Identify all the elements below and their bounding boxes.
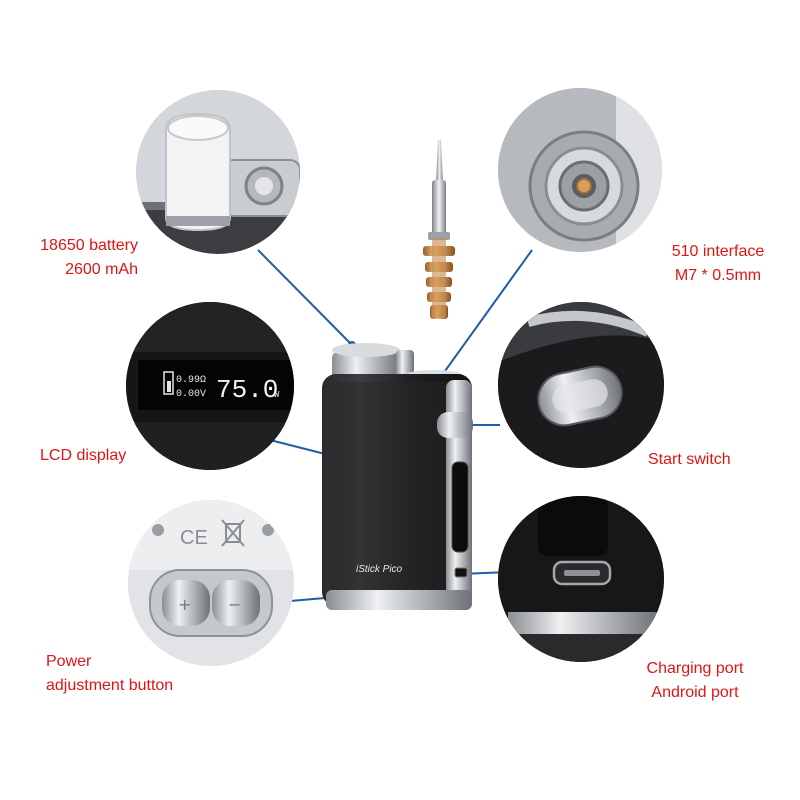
power-minus-button	[212, 580, 260, 626]
ce-logo: CE	[180, 527, 208, 549]
lcd-closeup-image: 0.99Ω 0.00V 75.0 W	[126, 302, 294, 470]
power-button-closeup-image: CE + −	[128, 500, 294, 666]
label-power-line2: adjustment button	[46, 677, 174, 694]
battery-closeup-circle	[136, 90, 300, 254]
label-battery-line1: 18650 battery	[40, 237, 138, 254]
lcd-voltage: 0.00V	[176, 389, 206, 400]
label-charging-line2: Android port	[651, 684, 739, 701]
interface-pin	[576, 178, 592, 194]
start-switch-closeup-circle	[498, 302, 664, 468]
battery-closeup-image	[136, 90, 300, 254]
leader-line-interface	[439, 249, 533, 379]
label-battery-line2: 2600 mAh	[65, 261, 138, 278]
label-interface-line1: 510 interface	[671, 243, 765, 260]
label-interface: 510 interface M7 * 0.5mm	[648, 240, 788, 288]
power-plus-button	[162, 580, 210, 626]
start-switch-closeup-image	[498, 302, 664, 468]
label-battery: 18650 battery 2600 mAh	[20, 234, 138, 282]
lcd-power-value: 75.0	[216, 375, 278, 405]
lcd-resistance: 0.99Ω	[176, 375, 206, 386]
interface-closeup-circle	[498, 88, 662, 252]
charging-port-closeup-circle	[498, 496, 664, 662]
label-interface-line2: M7 * 0.5mm	[674, 267, 762, 284]
label-power: Power adjustment button	[46, 650, 173, 698]
lcd-closeup-circle: 0.99Ω 0.00V 75.0 W	[126, 302, 294, 470]
plus-icon: +	[178, 595, 191, 614]
device-body	[322, 343, 473, 610]
device-brand-text: iStick Pico	[356, 564, 403, 575]
label-charging: Charging port Android port	[620, 657, 770, 705]
label-lcd-line1: LCD display	[40, 447, 127, 464]
label-lcd: LCD display	[40, 444, 126, 468]
weee-bin-icon	[221, 519, 245, 547]
lcd-power-unit: W	[274, 390, 280, 400]
label-charging-line1: Charging port	[646, 660, 744, 677]
label-start: Start switch	[648, 448, 731, 472]
interface-closeup-image	[498, 88, 662, 252]
charging-port-closeup-image	[498, 496, 664, 662]
label-power-line1: Power	[46, 653, 92, 670]
minus-icon: −	[228, 595, 241, 614]
battery-level-icon	[163, 371, 174, 395]
leader-line-battery	[257, 249, 353, 346]
label-start-line1: Start switch	[648, 451, 731, 468]
soldering-tip	[423, 140, 455, 319]
power-button-closeup-circle: CE + −	[128, 500, 294, 666]
